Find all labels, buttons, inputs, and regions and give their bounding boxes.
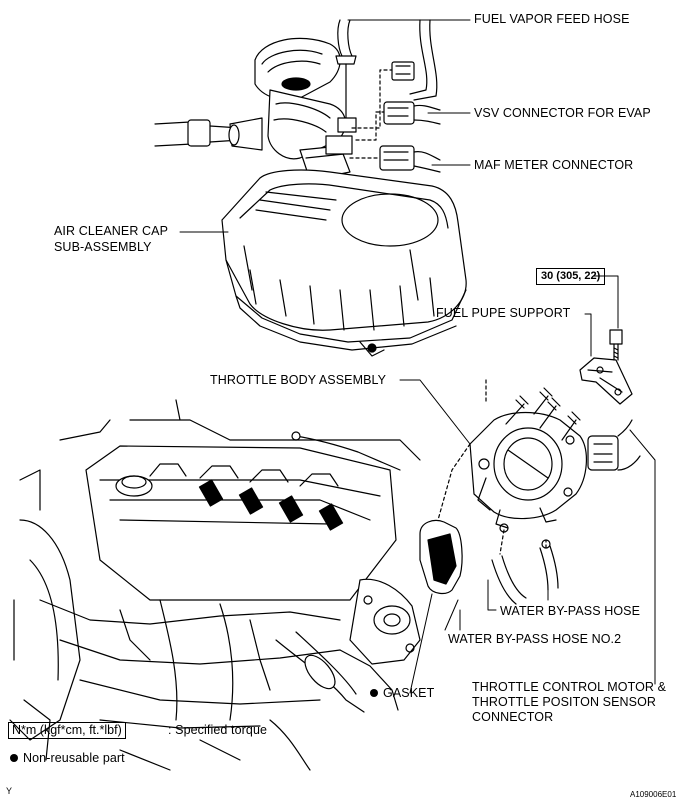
legend-non-reusable-text: Non-reusable part [23, 751, 125, 765]
label-vsv-connector: VSV CONNECTOR FOR EVAP [474, 106, 651, 120]
label-air-cleaner-cap-line2: SUB-ASSEMBLY [54, 240, 152, 254]
legend-torque-unit: N*m (kgf*cm, ft.*lbf) [8, 722, 126, 739]
label-gasket: GASKET [370, 686, 434, 701]
figure-id: A109006E01 [630, 790, 677, 799]
non-reusable-dot-icon [370, 688, 378, 697]
label-maf-meter-connector: MAF METER CONNECTOR [474, 158, 634, 172]
label-air-cleaner-cap-line1: AIR CLEANER CAP [54, 224, 169, 238]
vsv-connector-drawing [384, 102, 440, 124]
leader-lines [180, 20, 655, 693]
routing-dashes-top [350, 70, 392, 158]
gasket-text: GASKET [383, 686, 435, 700]
engine-drawing [10, 400, 420, 770]
corner-mark-left: Y [6, 786, 13, 796]
fuel-vapor-feed-hose-drawing [336, 20, 437, 132]
maf-meter-connector-drawing [380, 146, 440, 172]
label-throttle-control-line1: THROTTLE CONTROL MOTOR & [472, 680, 667, 694]
label-throttle-body-assembly: THROTTLE BODY ASSEMBLY [210, 373, 387, 387]
label-water-bypass-hose-no2: WATER BY-PASS HOSE NO.2 [448, 632, 622, 646]
legend: N*m (kgf*cm, ft.*lbf) : Specified torque… [8, 722, 308, 772]
legend-torque-desc: : Specified torque [168, 723, 268, 737]
air-intake-duct [155, 38, 352, 180]
label-throttle-control-line2: THROTTLE POSITON SENSOR [472, 695, 657, 709]
torque-spec-box: 30 (305, 22) [536, 268, 606, 285]
label-throttle-control-line3: CONNECTOR [472, 710, 554, 724]
routing-dashes-throttle [438, 380, 546, 554]
legend-non-reusable: Non-reusable part [10, 751, 125, 766]
water-bypass-hoses-drawing [492, 524, 558, 604]
gasket-drawing [420, 521, 462, 594]
label-fuel-vapor-feed-hose: FUEL VAPOR FEED HOSE [474, 12, 630, 26]
label-fuel-pupe-support: FUEL PUPE SUPPORT [436, 306, 571, 320]
legend-dot-icon [10, 753, 18, 762]
throttle-body-drawing [470, 388, 640, 528]
air-cleaner-cap-drawing [222, 170, 466, 356]
label-water-bypass-hose: WATER BY-PASS HOSE [500, 604, 641, 618]
fuel-pipe-support-drawing [580, 330, 632, 404]
